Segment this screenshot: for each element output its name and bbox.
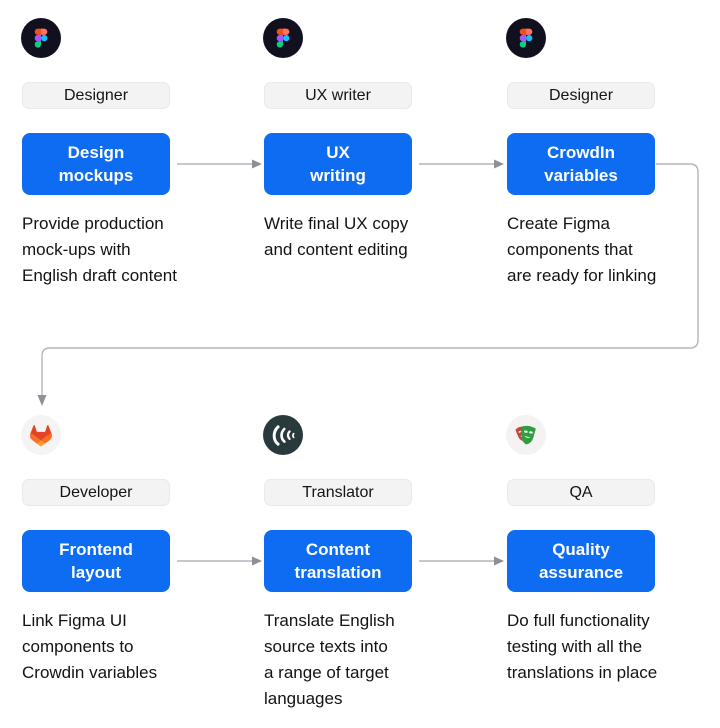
arrow-head xyxy=(494,159,504,169)
workflow-step: QA Quality assurance Do full functionali… xyxy=(506,415,657,686)
step-button[interactable]: Quality assurance xyxy=(507,530,655,592)
step-button[interactable]: Frontend layout xyxy=(22,530,170,592)
step-description: Write final UX copy and content editing xyxy=(264,214,409,259)
role-badge: UX writer xyxy=(264,82,412,109)
arrow-head xyxy=(37,395,47,406)
figma-icon xyxy=(506,18,546,58)
figma-icon xyxy=(263,18,303,58)
step-description: Provide production mock-ups with English… xyxy=(22,214,177,285)
step-button[interactable]: Design mockups xyxy=(22,133,170,195)
step-description: Create Figma components that are ready f… xyxy=(507,214,657,285)
step-description: Do full functionality testing with all t… xyxy=(507,611,658,682)
step-button[interactable]: CrowdIn variables xyxy=(507,133,655,195)
gitlab-icon xyxy=(21,415,61,455)
workflow-step: Translator Content translation Translate… xyxy=(263,415,412,712)
role-badge: Developer xyxy=(22,479,170,506)
role-badge: QA xyxy=(507,479,655,506)
step-description: Translate English source texts into a ra… xyxy=(264,611,395,708)
step-button[interactable]: UX writing xyxy=(264,133,412,195)
workflow-step: Developer Frontend layout Link Figma UI … xyxy=(21,415,170,686)
step-description: Link Figma UI components to Crowdin vari… xyxy=(22,611,158,682)
crowdin-icon xyxy=(263,415,303,455)
step-button[interactable]: Content translation xyxy=(264,530,412,592)
workflow-step: UX writer UX writing Write final UX copy… xyxy=(263,18,412,263)
workflow-step: Designer CrowdIn variables Create Figma … xyxy=(506,18,656,289)
figma-icon xyxy=(21,18,61,58)
role-badge: Translator xyxy=(264,479,412,506)
playwright-masks-icon xyxy=(506,415,546,455)
role-badge: Designer xyxy=(22,82,170,109)
arrow-head xyxy=(494,556,504,566)
arrow-head xyxy=(252,159,262,169)
arrow-head xyxy=(252,556,262,566)
role-badge: Designer xyxy=(507,82,655,109)
workflow-step: Designer Design mockups Provide producti… xyxy=(21,18,177,289)
